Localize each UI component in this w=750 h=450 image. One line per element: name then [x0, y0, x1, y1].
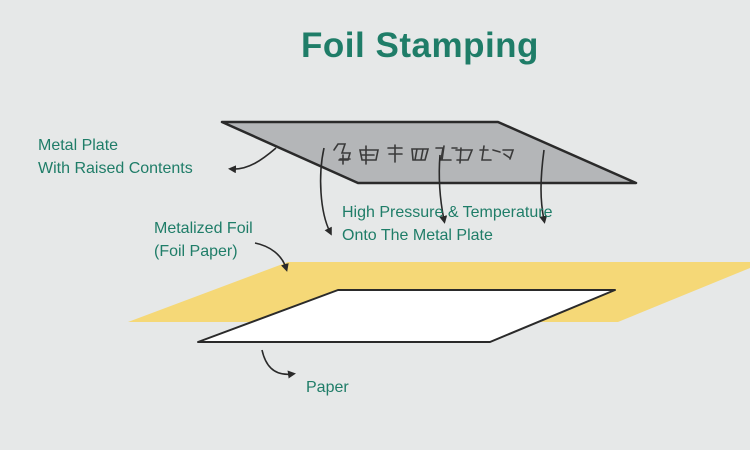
diagram-title: Foil Stamping	[301, 26, 539, 65]
pressure-label-line-1: High Pressure & Temperature	[342, 204, 553, 221]
pressure-label: High Pressure & Temperature Onto The Met…	[342, 201, 552, 247]
metal-plate-leader-arrow	[228, 147, 277, 174]
paper-label: Paper	[306, 379, 349, 396]
metal-plate	[220, 120, 638, 185]
foil-leader-arrow	[254, 242, 289, 272]
pressure-arrow-right	[539, 149, 548, 224]
paper-leader-arrow	[261, 349, 296, 379]
foil-label-line-2: (Foil Paper)	[154, 243, 238, 260]
pressure-label-line-2: Onto The Metal Plate	[342, 227, 493, 244]
metal-plate-label: Metal Plate With Raised Contents	[38, 134, 193, 180]
pressure-arrow-middle	[438, 154, 448, 224]
foil-label: Metalized Foil (Foil Paper)	[154, 217, 253, 263]
pressure-arrow-left	[319, 147, 332, 236]
metal-plate-label-line-2: With Raised Contents	[38, 160, 193, 177]
paper-sheet	[197, 289, 616, 343]
foil-label-line-1: Metalized Foil	[154, 220, 253, 237]
metal-plate-label-line-1: Metal Plate	[38, 137, 119, 154]
raised-contents	[333, 143, 515, 165]
